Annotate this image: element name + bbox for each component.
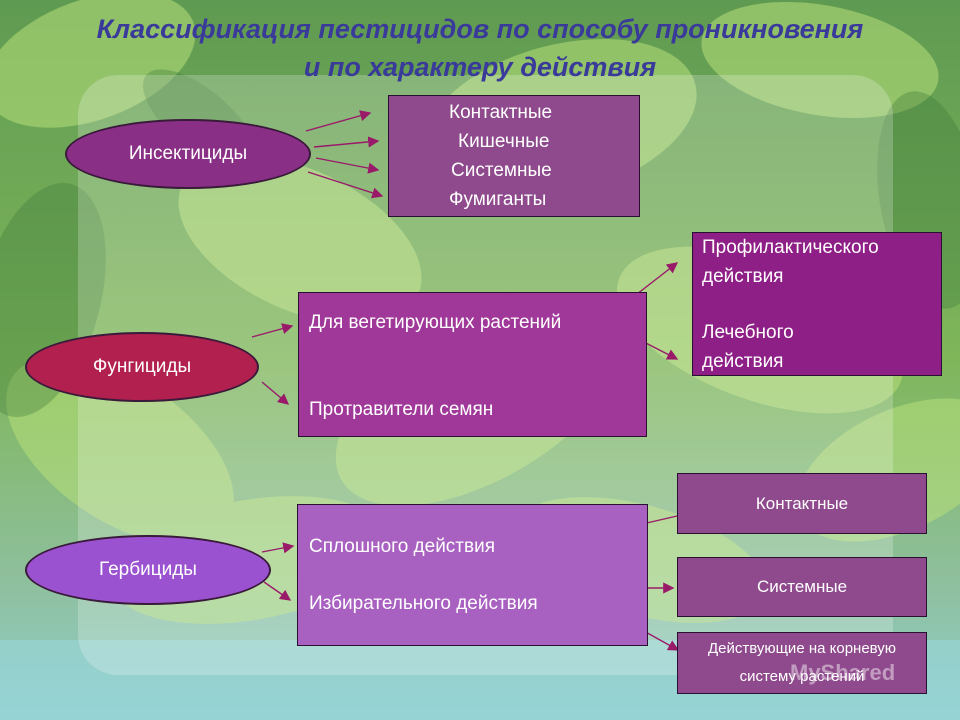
fungi-group-2: Протравители семян xyxy=(309,399,494,420)
watermark: MyShared xyxy=(790,660,896,685)
herbicides-label: Гербициды xyxy=(99,559,197,580)
fungicides-label: Фунгициды xyxy=(92,356,192,377)
fungicides-groups-box: Для вегетирующих растений Протравители с… xyxy=(298,292,647,437)
fungi-group-1: Для вегетирующих растений xyxy=(309,312,562,333)
herbicides-kind-contact-box: Контактные xyxy=(677,473,927,534)
fungi-action-2a: Лечебного xyxy=(702,322,794,343)
insect-type-4: Фумиганты xyxy=(449,189,547,210)
insect-type-2: Кишечные xyxy=(458,131,550,152)
herb-group-2: Избирательного действия xyxy=(309,593,538,614)
insecticides-types-box: Контактные Кишечные Системные Фумиганты xyxy=(388,95,640,217)
herbicides-root-action-box: Действующие на корневую систему растений xyxy=(677,632,927,694)
herb-root-line-1: Действующие на корневую xyxy=(707,640,897,657)
fungi-action-1a: Профилактического xyxy=(702,237,879,258)
herbicides-kind-systemic-box: Системные xyxy=(677,557,927,617)
herbicides-node: Гербициды xyxy=(25,535,271,605)
insect-type-1: Контактные xyxy=(449,102,553,123)
herbicides-groups-box: Сплошного действия Избирательного действ… xyxy=(297,504,648,646)
fungicides-node: Фунгициды xyxy=(25,332,259,402)
herb-kind-2: Системные xyxy=(756,577,848,596)
herb-group-1: Сплошного действия xyxy=(309,536,496,557)
fungi-action-1b: действия xyxy=(702,266,784,287)
herb-root-line-2: систему растений xyxy=(739,668,865,685)
insecticides-node: Инсектициды xyxy=(65,119,311,189)
fungicides-actions-box: Профилактического действия Лечебного дей… xyxy=(692,232,942,376)
title-line-1: Классификация пестицидов по способу прон… xyxy=(96,14,864,44)
herb-kind-1: Контактные xyxy=(755,493,849,513)
title-line-2: и по характеру действия xyxy=(303,52,657,82)
insect-type-3: Системные xyxy=(451,160,552,181)
fungi-action-2b: действия xyxy=(702,351,784,372)
insecticides-label: Инсектициды xyxy=(128,143,248,164)
